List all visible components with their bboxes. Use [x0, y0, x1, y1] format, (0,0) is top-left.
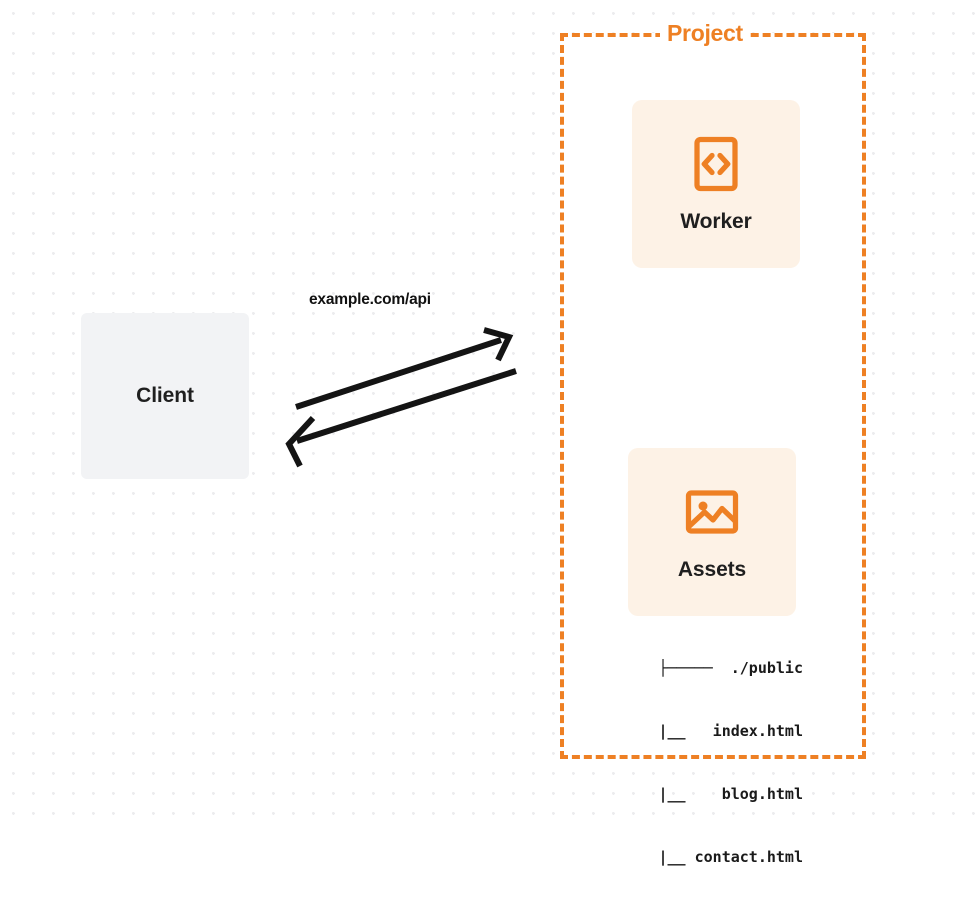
- node-worker-label: Worker: [680, 210, 752, 233]
- arrow-response: [285, 368, 517, 468]
- diagram-canvas: Client example.com/api Project Worker: [0, 0, 980, 866]
- node-client-label: Client: [136, 384, 194, 407]
- node-worker[interactable]: Worker: [632, 100, 800, 268]
- tree-line: |__ index.html: [604, 722, 803, 740]
- project-title: Project: [660, 17, 750, 49]
- tree-line: ├───── ./public: [658, 659, 804, 677]
- code-brackets-icon: [694, 136, 738, 192]
- connection-label: example.com/api: [309, 291, 431, 308]
- image-picture-icon: [685, 490, 739, 534]
- node-assets-label: Assets: [677, 558, 747, 581]
- node-assets[interactable]: Assets: [628, 448, 796, 616]
- node-client[interactable]: Client: [81, 313, 249, 479]
- assets-file-tree: ├───── ./public |__ index.html |__ blog.…: [601, 616, 803, 910]
- tree-line: |__ contact.html: [604, 848, 803, 866]
- arrow-request: [295, 327, 514, 410]
- tree-line: |__ blog.html: [604, 785, 803, 803]
